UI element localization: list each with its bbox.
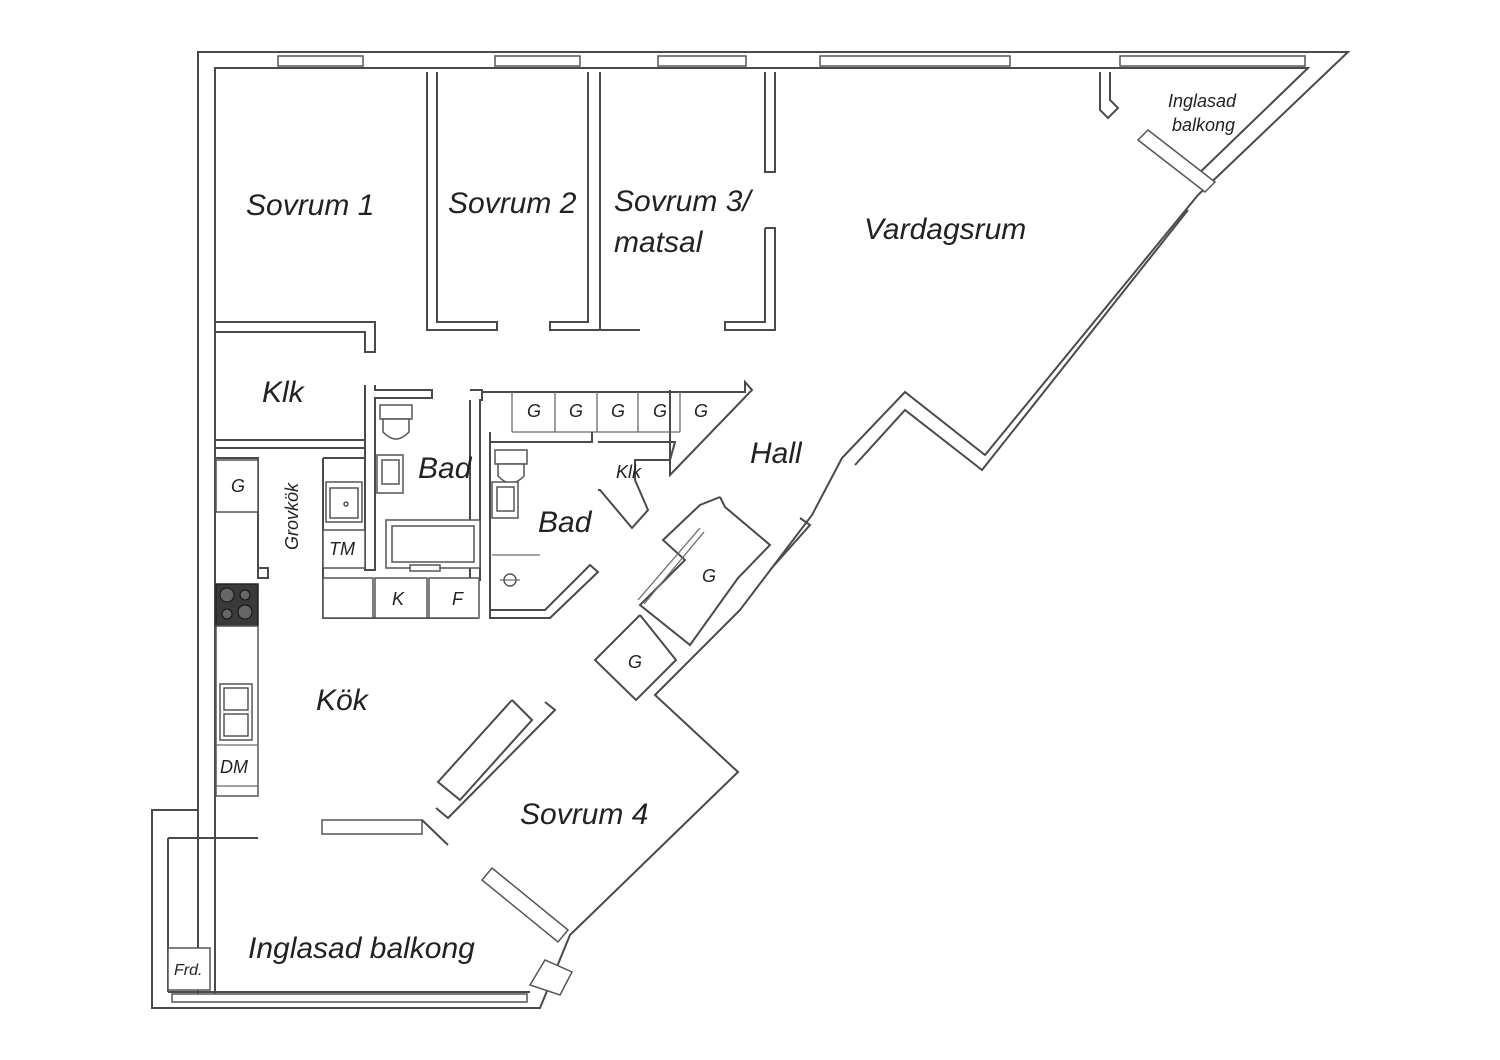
- label-g-closet-3: G: [611, 401, 625, 421]
- label-g-grovkok: G: [231, 476, 245, 496]
- label-dm: DM: [220, 757, 248, 777]
- label-g-closet-5: G: [694, 401, 708, 421]
- label-sovrum-1: Sovrum 1: [246, 189, 374, 222]
- outer-walls: [151, 51, 1351, 1009]
- label-grovkok: Grovkök: [282, 482, 302, 550]
- label-balkong-top-line1: Inglasad: [1168, 91, 1237, 111]
- label-vardagsrum: Vardagsrum: [864, 213, 1026, 246]
- label-g-hall-lower: G: [628, 652, 642, 672]
- label-tm: TM: [329, 539, 355, 559]
- label-frd: Frd.: [174, 962, 202, 979]
- label-sovrum-2: Sovrum 2: [448, 187, 577, 220]
- label-k: K: [392, 589, 405, 609]
- label-g-closet-2: G: [569, 401, 583, 421]
- label-balkong-bottom: Inglasad balkong: [248, 932, 475, 965]
- label-bad-1: Bad: [418, 452, 473, 485]
- label-klk-small: Klk: [616, 462, 642, 482]
- label-hall: Hall: [750, 437, 803, 470]
- label-g-closet-4: G: [653, 401, 667, 421]
- fixture-labels: G G G G G G G G TM K F DM Frd.: [174, 401, 716, 979]
- label-balkong-top-line2: balkong: [1172, 115, 1235, 135]
- label-g-hall-right: G: [702, 566, 716, 586]
- label-bad-2: Bad: [538, 506, 593, 539]
- room-labels: Sovrum 1 Sovrum 2 Sovrum 3/ matsal Varda…: [246, 91, 1237, 965]
- label-klk-left: Klk: [262, 376, 306, 409]
- windows: [171, 55, 1306, 1003]
- fixtures: [167, 404, 705, 991]
- label-g-closet-1: G: [527, 401, 541, 421]
- label-sovrum-3-line2: matsal: [614, 226, 704, 259]
- label-kok: Kök: [316, 684, 370, 717]
- label-f: F: [452, 589, 464, 609]
- label-sovrum-4: Sovrum 4: [520, 798, 648, 831]
- label-sovrum-3-line1: Sovrum 3/: [614, 185, 753, 218]
